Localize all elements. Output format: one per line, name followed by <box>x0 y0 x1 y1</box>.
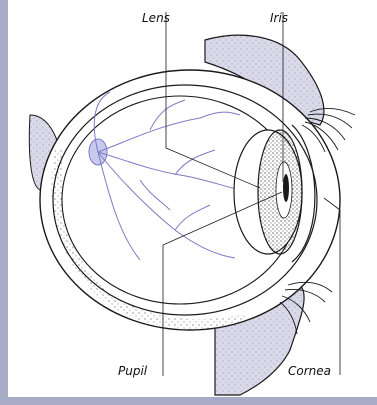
label-pupil: Pupil <box>118 364 148 378</box>
label-cornea: Cornea <box>288 364 331 378</box>
label-lens: Lens <box>142 11 170 25</box>
label-iris: Iris <box>270 11 288 25</box>
iris <box>258 130 302 254</box>
